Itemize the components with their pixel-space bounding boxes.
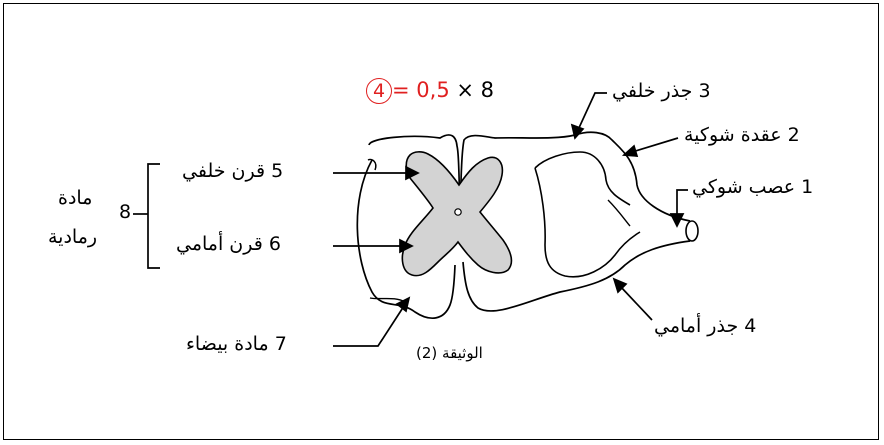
arrowhead-4 xyxy=(612,277,628,294)
equals-sign: = xyxy=(392,78,410,102)
label-anterior-horn: 6 قرن أمامي xyxy=(176,233,281,255)
label-spinal-ganglion: 2 عقدة شوكية xyxy=(684,124,800,146)
label-anterior-root: 4 جذر أمامي xyxy=(654,315,757,337)
leader-1 xyxy=(676,189,688,218)
leader-7 xyxy=(333,305,405,347)
score-factor: 0,5 xyxy=(416,78,450,102)
document-frame xyxy=(3,3,879,440)
leader-4 xyxy=(619,285,653,321)
anterior-root-inner xyxy=(534,167,641,278)
white-matter-notch xyxy=(369,297,406,303)
label-spinal-nerve: 1 عصب شوكي xyxy=(692,176,814,198)
label-white-matter: 7 مادة بيضاء xyxy=(186,333,287,355)
spinal-cord-outline xyxy=(368,131,691,223)
score-expression: 4= 0,5 × 8 xyxy=(366,78,494,104)
arrowhead-6 xyxy=(399,238,414,254)
leader-3 xyxy=(577,92,607,131)
left-top-notch xyxy=(367,158,377,171)
spinal-nerve-end xyxy=(685,220,699,242)
circled-score: 4 xyxy=(366,78,392,104)
arrowhead-5 xyxy=(405,165,420,181)
left-outline xyxy=(356,159,456,319)
label-grey-matter-number: 8 xyxy=(119,201,132,223)
score-multiplier: × 8 xyxy=(456,78,495,102)
label-grey-matter-line2: رمادية xyxy=(48,226,98,248)
root-join xyxy=(607,199,631,227)
central-canal xyxy=(454,208,462,216)
arrowhead-7 xyxy=(395,296,411,313)
label-posterior-horn: 5 قرن خلفي xyxy=(182,160,284,182)
document-caption: الوثيقة (2) xyxy=(416,344,483,362)
label-posterior-root: 3 جذر خلفي xyxy=(612,80,711,102)
arrowhead-2 xyxy=(621,144,639,157)
arrowhead-1 xyxy=(669,213,685,228)
posterior-root-inner xyxy=(534,151,631,206)
bottom-outline xyxy=(462,240,691,312)
arrowhead-3 xyxy=(570,123,585,140)
bracket-8 xyxy=(147,163,160,269)
leader-2 xyxy=(631,137,679,153)
label-grey-matter-line1: مادة xyxy=(58,187,93,209)
